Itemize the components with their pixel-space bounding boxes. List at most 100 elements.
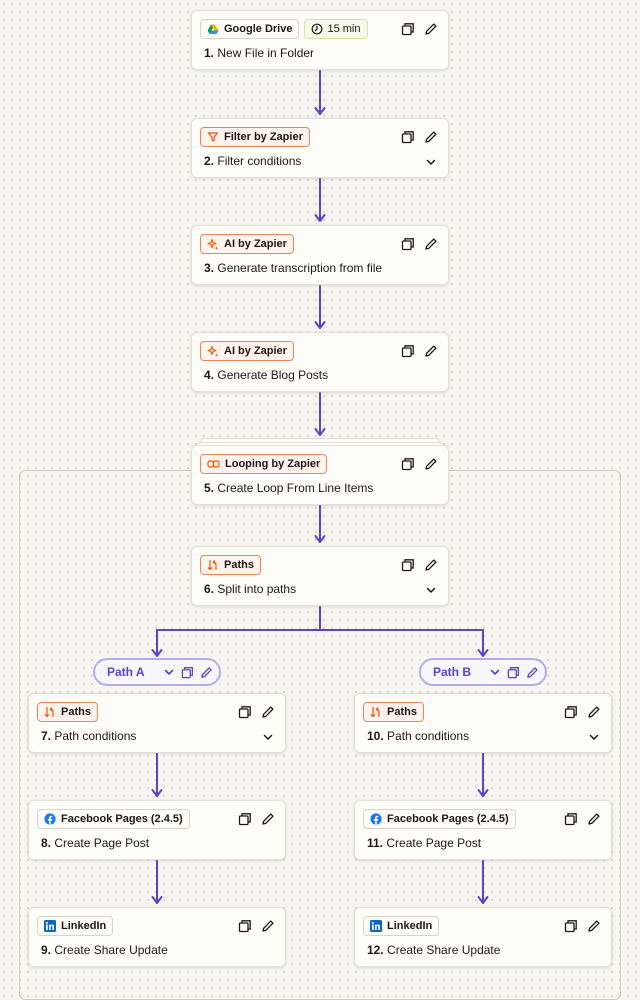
duplicate-icon[interactable] (401, 237, 415, 251)
step-card-1[interactable]: Google Drive 15 min 1. New File in Folde… (191, 10, 449, 70)
app-badge[interactable]: Paths (363, 702, 424, 722)
path-b-pill[interactable]: Path B (419, 658, 547, 686)
ai-sparkle-icon (207, 345, 219, 357)
edit-pencil-icon[interactable] (424, 22, 438, 36)
chevron-down-icon[interactable] (588, 731, 600, 743)
connector-arrowhead (314, 428, 326, 436)
app-badge[interactable]: Looping by Zapier (200, 454, 328, 474)
edit-pencil-icon[interactable] (261, 812, 275, 826)
step-number: 3. (204, 261, 215, 275)
step-number: 5. (204, 481, 215, 495)
loop-icon (207, 458, 220, 470)
step-title: 11. Create Page Post (367, 836, 481, 850)
edit-pencil-icon[interactable] (526, 666, 539, 679)
edit-pencil-icon[interactable] (424, 130, 438, 144)
duplicate-icon[interactable] (401, 130, 415, 144)
duplicate-icon[interactable] (401, 22, 415, 36)
step-number: 8. (41, 836, 52, 850)
step-card-3[interactable]: AI by Zapier 3. Generate transcription f… (191, 225, 449, 285)
chevron-down-icon[interactable] (163, 666, 175, 678)
edit-pencil-icon[interactable] (424, 457, 438, 471)
step-card-10[interactable]: Paths 10. Path conditions (354, 693, 612, 753)
edit-pencil-icon[interactable] (587, 812, 601, 826)
duplicate-icon[interactable] (564, 705, 578, 719)
step-title: 9. Create Share Update (41, 943, 168, 957)
step-name: Generate transcription from file (217, 261, 383, 275)
connector-arrowhead (477, 649, 489, 657)
step-number: 7. (41, 729, 52, 743)
step-title: 8. Create Page Post (41, 836, 149, 850)
edit-pencil-icon[interactable] (261, 919, 275, 933)
app-name: Paths (224, 559, 254, 571)
edit-pencil-icon[interactable] (424, 558, 438, 572)
edit-pencil-icon[interactable] (587, 919, 601, 933)
step-name: Path conditions (387, 729, 470, 743)
linkedin-icon (370, 920, 382, 932)
duplicate-icon[interactable] (401, 558, 415, 572)
app-name: Google Drive (224, 23, 293, 35)
connector-arrowhead (151, 896, 163, 904)
app-badge[interactable]: Filter by Zapier (200, 127, 310, 147)
connector-arrowhead (151, 789, 163, 797)
connector-arrowhead (314, 214, 326, 222)
duplicate-icon[interactable] (401, 457, 415, 471)
polling-interval: 15 min (327, 23, 361, 35)
step-card-7[interactable]: Paths 7. Path conditions (28, 693, 286, 753)
edit-pencil-icon[interactable] (200, 666, 213, 679)
filter-icon (207, 131, 219, 143)
step-name: Path conditions (54, 729, 137, 743)
path-a-pill[interactable]: Path A (93, 658, 221, 686)
step-number: 2. (204, 154, 215, 168)
duplicate-icon[interactable] (238, 919, 252, 933)
duplicate-icon[interactable] (401, 344, 415, 358)
app-name: AI by Zapier (224, 238, 287, 250)
connector-arrowhead (477, 789, 489, 797)
app-badge[interactable]: Facebook Pages (2.4.5) (37, 809, 190, 829)
app-badge[interactable]: LinkedIn (363, 916, 440, 936)
step-card-2[interactable]: Filter by Zapier 2. Filter conditions (191, 118, 449, 178)
chevron-down-icon[interactable] (262, 731, 274, 743)
step-card-6[interactable]: Paths 6. Split into paths (191, 546, 449, 606)
edit-pencil-icon[interactable] (587, 705, 601, 719)
app-badge[interactable]: Google Drive (200, 19, 300, 39)
app-badge[interactable]: LinkedIn (37, 916, 114, 936)
duplicate-icon[interactable] (238, 812, 252, 826)
step-number: 6. (204, 582, 215, 596)
step-number: 10. (367, 729, 384, 743)
chevron-down-icon[interactable] (425, 584, 437, 596)
chevron-down-icon[interactable] (489, 666, 501, 678)
edit-pencil-icon[interactable] (424, 344, 438, 358)
step-card-5[interactable]: Looping by Zapier 5. Create Loop From Li… (191, 445, 449, 505)
app-name: AI by Zapier (224, 345, 287, 357)
step-title: 3. Generate transcription from file (204, 261, 382, 275)
app-badge[interactable]: Paths (200, 555, 261, 575)
app-badge[interactable]: Facebook Pages (2.4.5) (363, 809, 516, 829)
google-drive-icon (207, 24, 219, 35)
duplicate-icon[interactable] (507, 666, 520, 679)
app-badge[interactable]: AI by Zapier (200, 234, 294, 254)
step-name: Create Share Update (54, 943, 168, 957)
step-number: 11. (367, 836, 384, 850)
step-card-9[interactable]: LinkedIn 9. Create Share Update (28, 907, 286, 967)
duplicate-icon[interactable] (564, 812, 578, 826)
step-card-8[interactable]: Facebook Pages (2.4.5) 8. Create Page Po… (28, 800, 286, 860)
step-card-12[interactable]: LinkedIn 12. Create Share Update (354, 907, 612, 967)
facebook-icon (44, 813, 56, 825)
app-name: Paths (387, 706, 417, 718)
step-card-4[interactable]: AI by Zapier 4. Generate Blog Posts (191, 332, 449, 392)
facebook-icon (370, 813, 382, 825)
duplicate-icon[interactable] (238, 705, 252, 719)
edit-pencil-icon[interactable] (261, 705, 275, 719)
app-name: LinkedIn (61, 920, 107, 932)
app-badge[interactable]: Paths (37, 702, 98, 722)
paths-icon (207, 559, 219, 571)
step-card-11[interactable]: Facebook Pages (2.4.5) 11. Create Page P… (354, 800, 612, 860)
edit-pencil-icon[interactable] (424, 237, 438, 251)
app-badge[interactable]: AI by Zapier (200, 341, 294, 361)
polling-interval-badge[interactable]: 15 min (304, 19, 368, 39)
chevron-down-icon[interactable] (425, 156, 437, 168)
ai-sparkle-icon (207, 238, 219, 250)
step-name: Filter conditions (217, 154, 302, 168)
duplicate-icon[interactable] (181, 666, 194, 679)
duplicate-icon[interactable] (564, 919, 578, 933)
